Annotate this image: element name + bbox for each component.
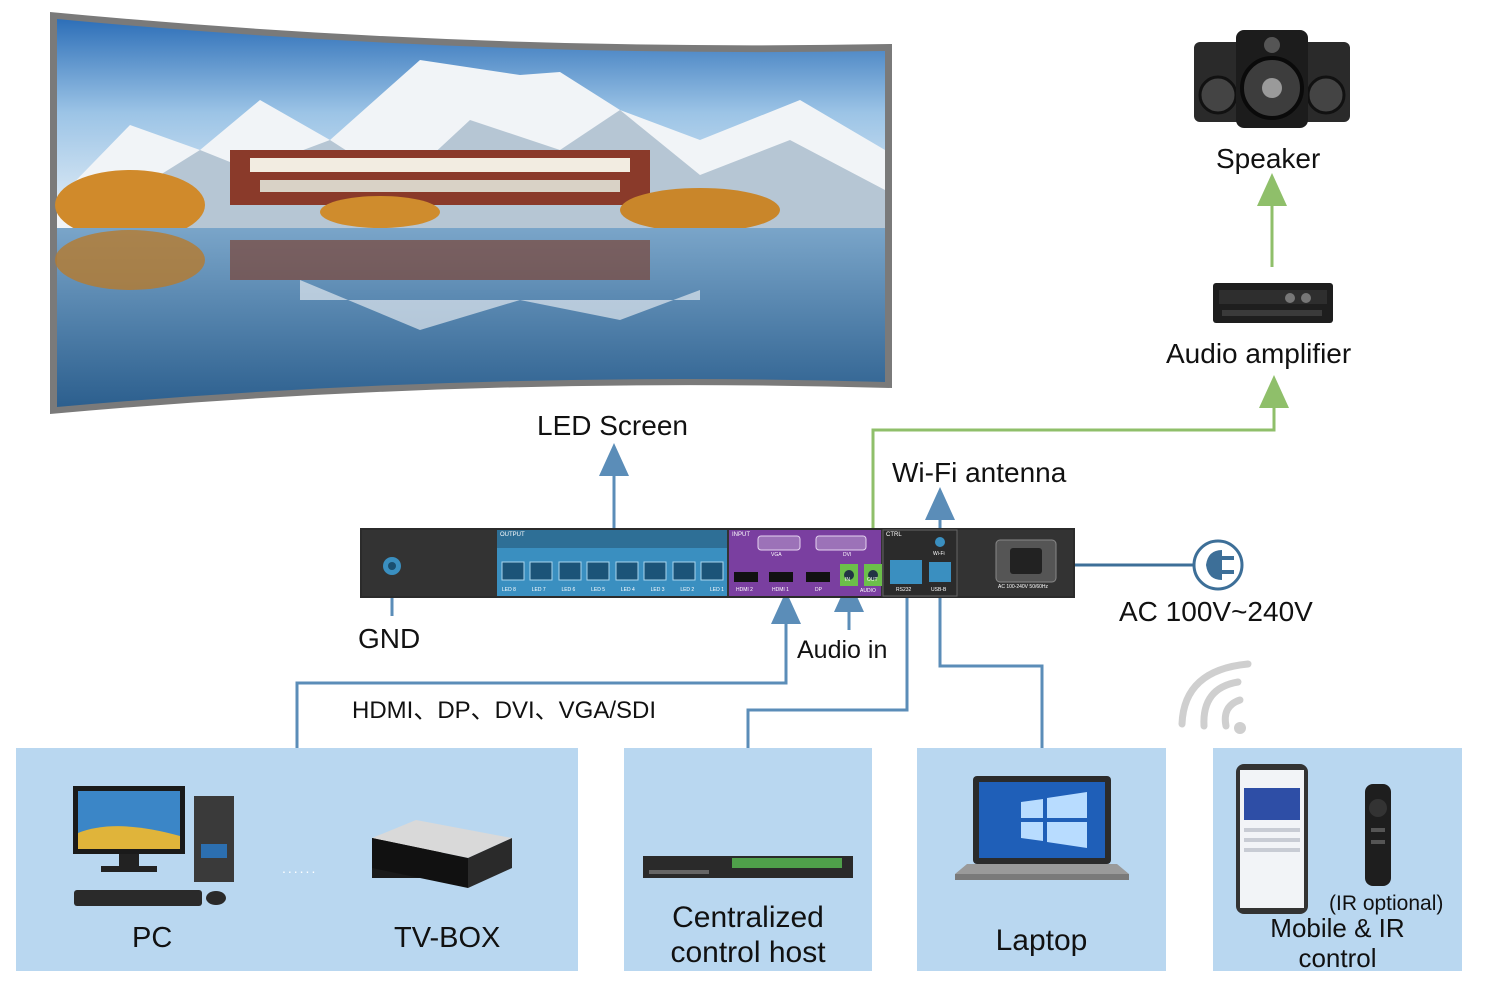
processor-rear-panel xyxy=(360,528,1075,598)
video-inputs-label: HDMI、DP、DVI、VGA/SDI xyxy=(352,697,657,724)
speaker-label: Speaker xyxy=(1216,143,1321,174)
panel-output-tag: OUTPUT xyxy=(500,532,525,538)
port-label: LED 5 xyxy=(591,587,606,593)
dots-separator: ...... xyxy=(282,860,318,876)
mobile-remote-image xyxy=(1236,764,1391,914)
control-host-box: Centralized control host xyxy=(624,748,872,971)
mobile-ir-label-line1: Mobile & IR xyxy=(1270,913,1405,943)
panel-hdmi2-label: HDMI 2 xyxy=(736,587,753,593)
panel-ctrl-tag: CTRL xyxy=(886,532,902,538)
control-host-image xyxy=(643,856,853,878)
panel-usbb-label: USB-B xyxy=(931,587,947,593)
mobile-ir-label-line2: control xyxy=(1298,943,1377,973)
panel-audio-label: AUDIO xyxy=(860,588,876,594)
ac-power-label: AC 100V~240V xyxy=(1119,596,1313,627)
port-label: LED 6 xyxy=(561,587,576,593)
laptop-image xyxy=(955,776,1129,880)
led-screen-label: LED Screen xyxy=(537,410,688,441)
wifi-antenna-label: Wi-Fi antenna xyxy=(892,457,1067,488)
panel-vga-label: VGA xyxy=(771,552,782,558)
laptop-box: Laptop xyxy=(917,748,1166,971)
panel-audio-out-label: OUT xyxy=(867,577,878,583)
panel-rs232-label: RS232 xyxy=(896,587,912,593)
laptop-label: Laptop xyxy=(995,924,1088,957)
panel-ac-rating-label: AC 100-240V 50/60Hz xyxy=(998,584,1049,590)
control-host-label-line2: control host xyxy=(670,936,826,969)
power-plug-icon xyxy=(1192,539,1244,591)
port-label: LED 7 xyxy=(531,587,546,593)
panel-audio-in-label: IN xyxy=(845,577,850,583)
port-label: LED 1 xyxy=(710,587,724,593)
panel-input-tag: INPUT xyxy=(732,532,750,538)
pc-label: PC xyxy=(132,922,173,954)
panel-dp-label: DP xyxy=(815,587,822,593)
speaker-image xyxy=(1194,30,1350,128)
led-screen-image xyxy=(50,12,892,414)
tv-box-label: TV-BOX xyxy=(394,922,501,954)
port-label: LED 3 xyxy=(650,587,665,593)
panel-hdmi1-label: HDMI 1 xyxy=(772,587,789,593)
control-host-label-line1: Centralized xyxy=(672,901,824,934)
port-label: LED 8 xyxy=(502,587,516,593)
wifi-signal-icon xyxy=(1178,660,1252,734)
ir-optional-label: (IR optional) xyxy=(1329,892,1444,915)
port-label: LED 4 xyxy=(620,587,635,593)
port-label: LED 2 xyxy=(680,587,695,593)
panel-port-labels: LED 8 LED 7 LED 6 LED 5 LED 4 LED 3 LED … xyxy=(502,587,724,593)
amplifier-image xyxy=(1213,283,1333,323)
panel-dvi-label: DVI xyxy=(843,552,852,558)
gnd-label: GND xyxy=(358,623,421,654)
panel-wifi-label: Wi-Fi xyxy=(933,551,945,557)
pc-image xyxy=(73,786,512,906)
connections xyxy=(295,173,1289,748)
audio-amplifier-label: Audio amplifier xyxy=(1166,338,1352,369)
audio-in-label: Audio in xyxy=(797,636,888,664)
mobile-ir-box: (IR optional) Mobile & IR control xyxy=(1213,748,1462,973)
pc-tvbox-box: ...... PC TV-BOX xyxy=(16,748,578,971)
